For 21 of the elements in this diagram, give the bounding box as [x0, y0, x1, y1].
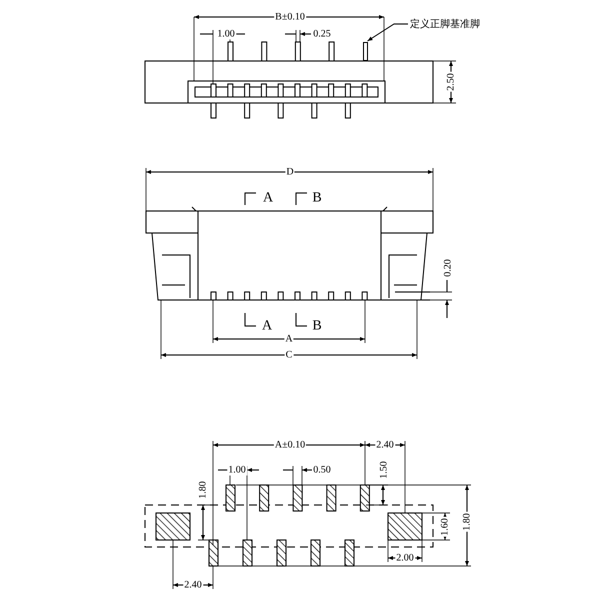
reference-pin	[363, 42, 368, 61]
dimension-label: 1.80	[462, 512, 472, 532]
dimension-label: 1.60	[440, 517, 450, 537]
dimension-label: 1.80	[198, 480, 208, 500]
callout-text: 定义正脚基准脚	[410, 17, 480, 31]
dimension-label: A	[284, 334, 294, 344]
dimension-label: 1.00	[216, 28, 236, 40]
dimension-label: 0.25	[312, 28, 332, 40]
dimension-label: 0.50	[312, 464, 332, 476]
dimension-label: 1.50	[378, 460, 390, 480]
leader-line	[367, 24, 408, 42]
dimension-label: 0.20	[442, 258, 454, 278]
dimension-label: 2.50	[446, 72, 456, 92]
dimension-label: B±0.10	[274, 12, 306, 22]
dimension-label: 2.40	[183, 580, 203, 590]
dimension-label: 1.00	[227, 464, 247, 476]
dimension-label: D	[285, 166, 295, 178]
dimension-label: 2.00	[395, 552, 415, 564]
dimension-label: C	[284, 350, 294, 360]
dimension-label: A±0.10	[274, 440, 306, 450]
dimension-label: 2.40	[375, 440, 395, 450]
